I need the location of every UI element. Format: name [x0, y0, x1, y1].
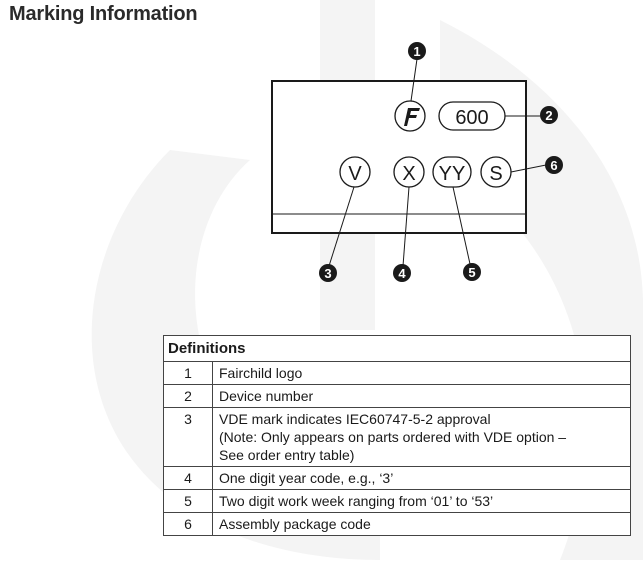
fairchild-logo-icon: [404, 108, 420, 126]
table-row: 1 Fairchild logo: [163, 361, 631, 385]
row-number: 3: [163, 407, 213, 467]
callout-1-label: 1: [413, 44, 420, 59]
definitions-table: Definitions 1 Fairchild logo 2 Device nu…: [163, 335, 631, 536]
definitions-header: Definitions: [163, 335, 631, 362]
table-row: 3 VDE mark indicates IEC60747-5-2 approv…: [163, 407, 631, 467]
callout-1: 1: [408, 42, 426, 60]
row-number: 2: [163, 384, 213, 408]
callout-2: 2: [540, 106, 558, 124]
callout-6: 6: [545, 156, 563, 174]
row-description: Device number: [212, 384, 631, 408]
definitions-header-row: Definitions: [163, 335, 631, 362]
fairchild-logo: [394, 100, 426, 132]
callout-5-label: 5: [468, 265, 475, 280]
marking-diagram: 600 V X YY S 1 2 3 4 5 6: [271, 42, 563, 282]
row-description: VDE mark indicates IEC60747-5-2 approval…: [212, 407, 631, 467]
table-row: 6 Assembly package code: [163, 512, 631, 536]
callout-2-label: 2: [545, 108, 552, 123]
row-description: Fairchild logo: [212, 361, 631, 385]
table-row: 5 Two digit work week ranging from ‘01’ …: [163, 489, 631, 513]
callout-4: 4: [393, 264, 411, 282]
work-week-text: YY: [439, 163, 466, 185]
table-row: 2 Device number: [163, 384, 631, 408]
callout-6-label: 6: [550, 158, 557, 173]
row-number: 1: [163, 361, 213, 385]
row-description: Assembly package code: [212, 512, 631, 536]
year-code-text: X: [402, 163, 415, 185]
row-number: 6: [163, 512, 213, 536]
package-code-text: S: [489, 163, 502, 185]
vde-mark-text: V: [348, 163, 362, 185]
callout-3: 3: [319, 264, 337, 282]
callout-3-label: 3: [324, 266, 331, 281]
row-number: 4: [163, 466, 213, 490]
device-number: 600: [455, 107, 488, 129]
table-row: 4 One digit year code, e.g., ‘3’: [163, 466, 631, 490]
row-description: One digit year code, e.g., ‘3’: [212, 466, 631, 490]
row-description: Two digit work week ranging from ‘01’ to…: [212, 489, 631, 513]
row-number: 5: [163, 489, 213, 513]
leader-lines: [328, 58, 547, 267]
callout-4-label: 4: [398, 266, 406, 281]
page-title: Marking Information: [9, 3, 198, 25]
callout-5: 5: [463, 263, 481, 281]
